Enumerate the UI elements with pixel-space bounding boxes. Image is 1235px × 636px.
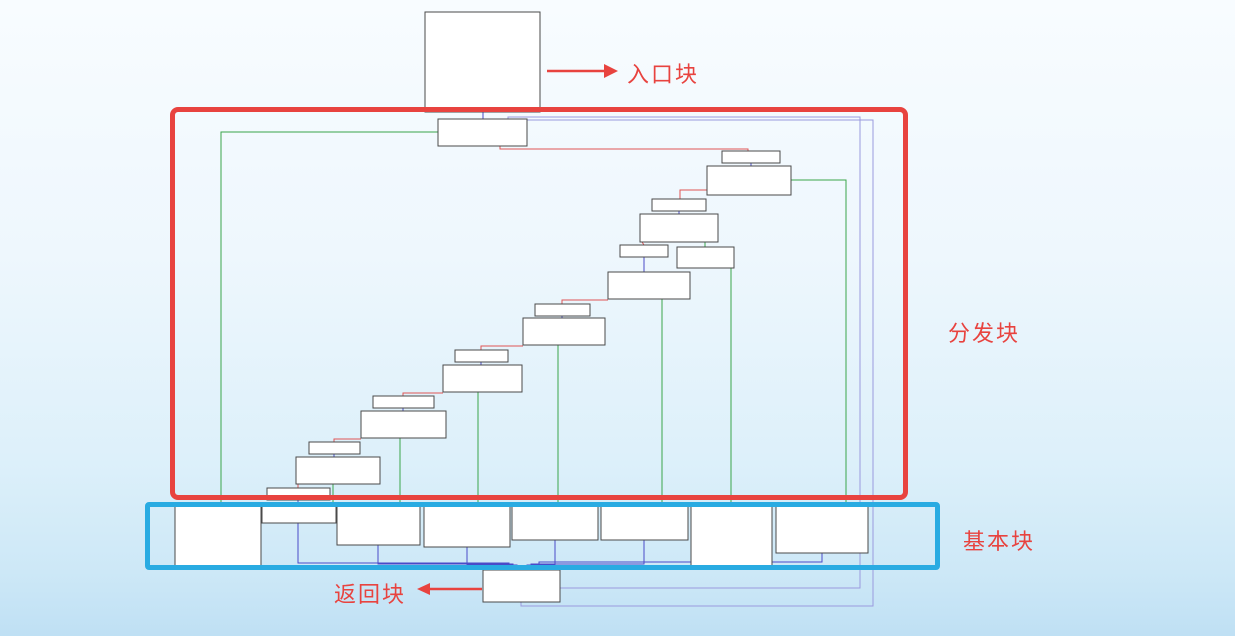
cfg-edge-red <box>402 392 443 396</box>
cfg-node-s7 <box>308 441 361 455</box>
cfg-node-bb2 <box>261 505 337 524</box>
cfg-node-b4 <box>522 317 606 346</box>
entry-block-label: 入口块 <box>627 62 700 87</box>
cfg-node-r3 <box>676 246 735 269</box>
cfg-node-bb7 <box>690 504 773 568</box>
return-arrowhead-icon <box>417 583 430 595</box>
cfg-edge-red <box>480 345 523 350</box>
cfg-node-s3 <box>619 244 669 258</box>
cfg-node-b6 <box>360 410 447 439</box>
cfg-node-bb5 <box>511 504 599 541</box>
cfg-edge-red <box>499 146 749 151</box>
cfg-node-bb3 <box>336 504 421 546</box>
cfg-edge-green <box>791 179 847 505</box>
cfg-node-s2 <box>651 198 707 212</box>
cfg-node-s6 <box>372 395 435 409</box>
cfg-node-entry <box>424 11 541 113</box>
cfg-node-b1 <box>706 165 792 196</box>
cfg-edge-green <box>220 131 438 505</box>
cfg-node-s4 <box>534 303 591 317</box>
cfg-edge-blue <box>538 553 823 570</box>
cfg-node-b3 <box>607 271 691 300</box>
entry-arrowhead-icon <box>604 64 618 78</box>
cfg-node-bb8 <box>775 504 869 554</box>
cfg-edge-red <box>679 189 707 199</box>
annotation-arrows-layer <box>417 64 618 595</box>
basic-block-label: 基本块 <box>963 529 1036 554</box>
cfg-node-s5 <box>454 349 509 363</box>
cfg-node-s8 <box>266 487 331 501</box>
cfg-node-b2 <box>639 213 719 243</box>
return-block-label: 返回块 <box>334 582 407 607</box>
cfg-edge-blue <box>377 545 514 570</box>
cfg-node-ret <box>482 569 561 603</box>
cfg-node-s1 <box>721 150 781 164</box>
cfg-edge-red <box>561 299 608 304</box>
cfg-edge-red <box>333 438 361 442</box>
cfg-node-d0 <box>437 118 528 147</box>
cfg-edge-purple <box>520 119 874 607</box>
dispatcher-block-label: 分发块 <box>948 321 1021 346</box>
cfg-node-b7 <box>295 456 381 485</box>
cfg-node-bb6 <box>600 504 689 541</box>
cfg-edge-purple <box>507 116 861 589</box>
cfg-node-bb1 <box>174 504 262 568</box>
cfg-nodes-layer <box>174 11 869 603</box>
cfg-node-bb4 <box>423 504 511 548</box>
cfg-node-b5 <box>442 364 523 393</box>
